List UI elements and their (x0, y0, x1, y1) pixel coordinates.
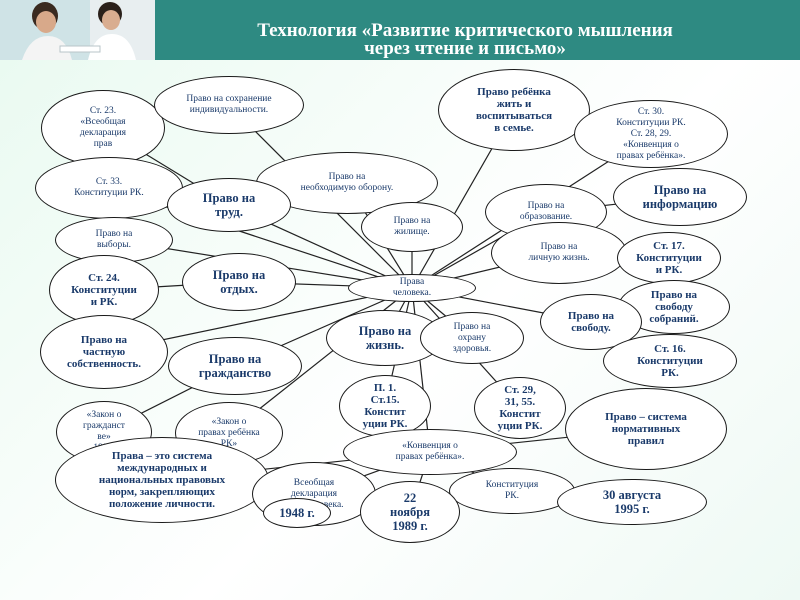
node-n34: 22 ноября 1989 г. (360, 481, 460, 543)
title-line-2: через чтение и письмо» (150, 40, 780, 58)
node-label: «Конвенция о правах ребёнка». (392, 441, 469, 463)
node-n1: Ст. 23. «Всеобщая декларация прав (41, 90, 165, 166)
node-n9: Право на информацию (613, 168, 747, 226)
node-label: Право на отдых. (209, 268, 269, 296)
node-n15: Право на отдых. (182, 253, 296, 311)
node-n20: Право на частную собственность. (40, 315, 168, 389)
node-label: Права человека. (389, 277, 435, 299)
node-n32: 30 августа 1995 г. (557, 479, 707, 525)
node-n31: Конституция РК. (449, 468, 575, 514)
node-n10: Право на жилище. (361, 202, 463, 252)
header-photo (0, 0, 155, 60)
node-label: Право на информацию (639, 183, 722, 211)
node-label: Право – система нормативных правил (601, 411, 691, 447)
node-n21: Право на гражданство (168, 337, 302, 395)
node-label: Ст. 17. Конституции и РК. (632, 240, 706, 276)
node-n33: 1948 г. (263, 498, 331, 528)
diagram-area: Права человека. Ст. 23. «Всеобщая деклара… (0, 60, 800, 600)
node-n5: Ст. 33. Конституции РК. (35, 157, 183, 219)
node-label: Права – это система международных и наци… (95, 450, 229, 510)
node-label: Право на необходимую оборону. (297, 172, 398, 194)
node-label: Право на частную собственность. (63, 334, 145, 370)
slide-title: Технология «Развитие критического мышлен… (150, 22, 780, 58)
node-n2: Право на сохранение индивидуальности. (154, 76, 304, 134)
node-label: Ст. 24. Конституции и РК. (67, 272, 141, 308)
node-label: Право на выборы. (92, 229, 137, 251)
node-n27: Право – система нормативных правил (565, 388, 727, 470)
node-n28: «Конвенция о правах ребёнка». (343, 429, 517, 475)
node-n12: Право на личную жизнь. (491, 222, 627, 284)
node-label: 22 ноября 1989 г. (386, 491, 434, 533)
node-label: Право на гражданство (195, 352, 275, 380)
node-label: П. 1. Ст.15. Констит уции РК. (359, 382, 412, 430)
node-label: Ст. 30. Конституции РК. Ст. 28, 29. «Кон… (612, 107, 690, 162)
node-label: Право на жизнь. (355, 324, 415, 352)
node-label: Право на сохранение индивидуальности. (182, 94, 275, 116)
header-bar: Технология «Развитие критического мышлен… (0, 0, 800, 60)
node-n22: Ст. 16. Конституции РК. (603, 334, 737, 388)
node-label: Право на образование. (516, 201, 576, 223)
node-label: Ст. 33. Конституции РК. (70, 177, 148, 199)
node-label: Право на труд. (199, 191, 259, 219)
node-label: Право на свободу собраний. (645, 289, 702, 325)
node-label: Право ребёнка жить и воспитываться в сем… (472, 86, 556, 134)
node-label: 30 августа 1995 г. (599, 488, 665, 516)
node-label: Ст. 29, 31, 55. Констит уции РК. (494, 384, 547, 432)
node-n7: Право на труд. (167, 178, 291, 232)
node-label: Право на свободу. (564, 310, 618, 334)
node-label: Право на жилище. (390, 216, 435, 238)
node-n29: Права – это система международных и наци… (55, 437, 269, 523)
node-n18: Право на охрану здоровья. (420, 312, 524, 364)
node-label: Ст. 16. Конституции РК. (633, 343, 707, 379)
node-label: 1948 г. (275, 506, 319, 520)
node-n23: П. 1. Ст.15. Констит уции РК. (339, 375, 431, 437)
node-label: Конституция РК. (482, 480, 542, 502)
node-n4: Ст. 30. Конституции РК. Ст. 28, 29. «Кон… (574, 100, 728, 168)
node-center: Права человека. (348, 274, 476, 302)
node-label: Право на охрану здоровья. (449, 322, 495, 355)
node-label: Ст. 23. «Всеобщая декларация прав (76, 106, 130, 150)
node-n24: Ст. 29, 31, 55. Констит уции РК. (474, 377, 566, 439)
node-label: Право на личную жизнь. (524, 242, 593, 264)
node-n3: Право ребёнка жить и воспитываться в сем… (438, 69, 590, 151)
node-n13: Ст. 17. Конституции и РК. (617, 232, 721, 284)
